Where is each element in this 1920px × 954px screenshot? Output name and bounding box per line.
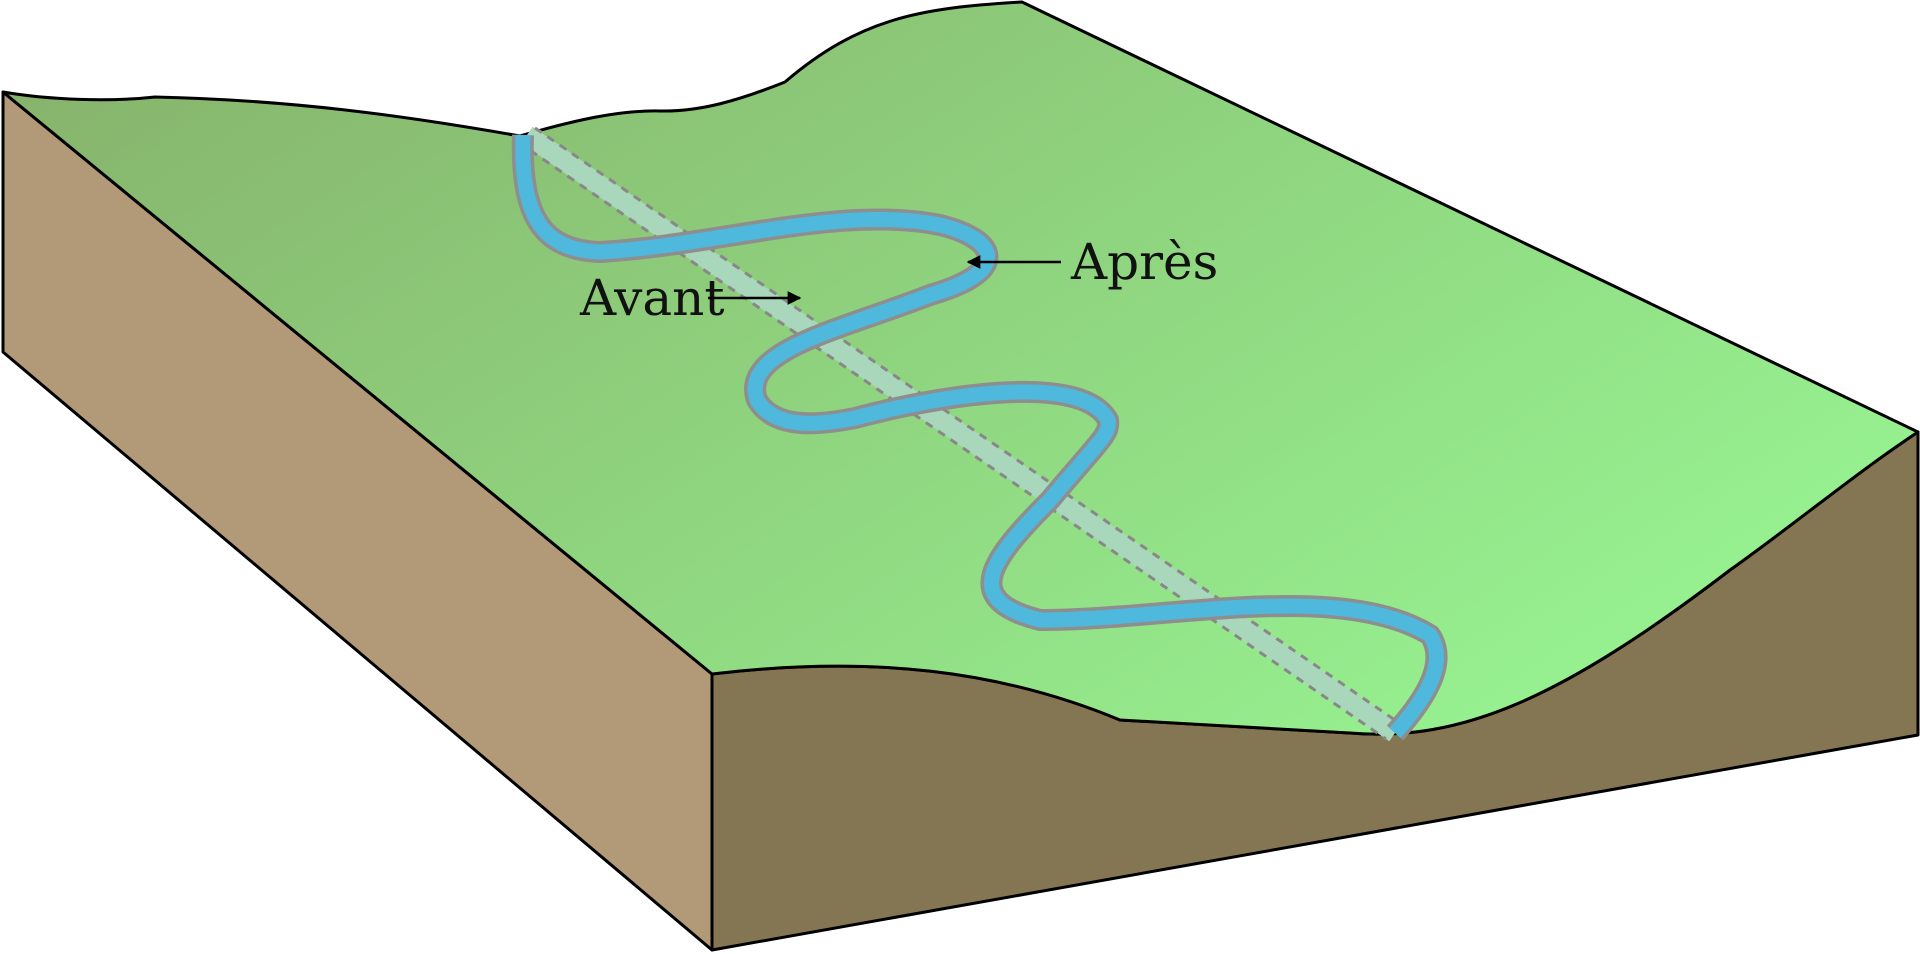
meandering-river-group [511,134,1448,741]
old-channel-bank-upper [534,126,1406,729]
label-before: Avant [579,269,724,327]
label-before-group: Avant [579,269,802,327]
label-after: Après [1070,233,1218,291]
old-channel-bank-lower [517,140,1387,741]
label-after-group: Après [966,233,1218,291]
meander-river-water [515,134,1444,738]
terrain-top-surface [1,0,1920,736]
